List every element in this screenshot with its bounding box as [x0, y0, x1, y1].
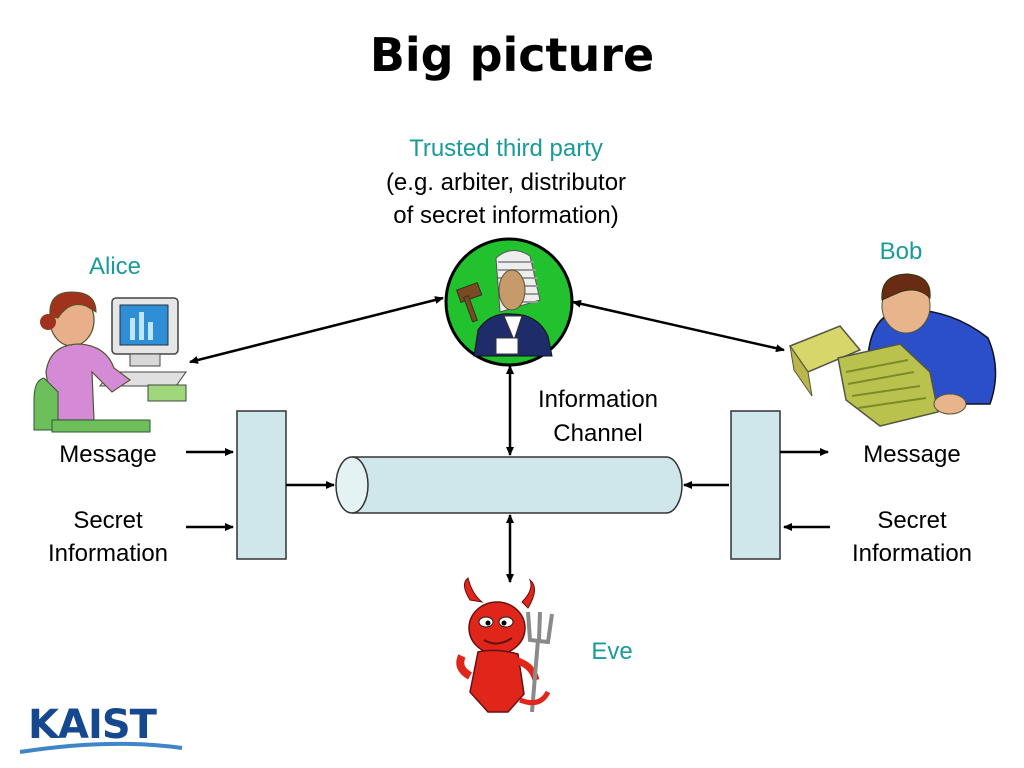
bob-message-label: Message [863, 441, 961, 468]
alice-encoder-box [236, 410, 287, 560]
ttp-description-line2: of secret information) [393, 202, 619, 229]
alice-ttp-arrow [189, 296, 444, 364]
judge-illustration [444, 237, 574, 367]
bob-secret-label-line2: Information [851, 540, 973, 567]
eve-label: Eve [591, 638, 633, 665]
slide-title: Big picture [369, 28, 655, 82]
kaist-logo-swoosh [19, 741, 183, 754]
alice-message-label: Message [59, 441, 157, 468]
alice-at-computer-illustration [33, 291, 187, 433]
alice-secret-label-line2: Information [47, 540, 169, 567]
eve-devil-illustration [456, 577, 554, 713]
channel-label-line2: Channel [553, 420, 643, 447]
alice-secret-label-line1: Secret [73, 507, 143, 534]
channel-label-line1: Information [537, 386, 659, 413]
information-channel-cylinder [335, 456, 683, 514]
alice-label: Alice [88, 253, 142, 280]
bob-decoder-box [730, 410, 781, 560]
bob-secret-label-line1: Secret [877, 507, 947, 534]
bob-with-money-illustration [788, 273, 997, 427]
bob-label: Bob [879, 238, 923, 265]
kaist-logo: KAIST [28, 702, 157, 748]
ttp-title: Trusted third party [409, 135, 603, 162]
ttp-bob-arrow [572, 299, 785, 353]
ttp-description-line1: (e.g. arbiter, distributor [385, 169, 627, 196]
